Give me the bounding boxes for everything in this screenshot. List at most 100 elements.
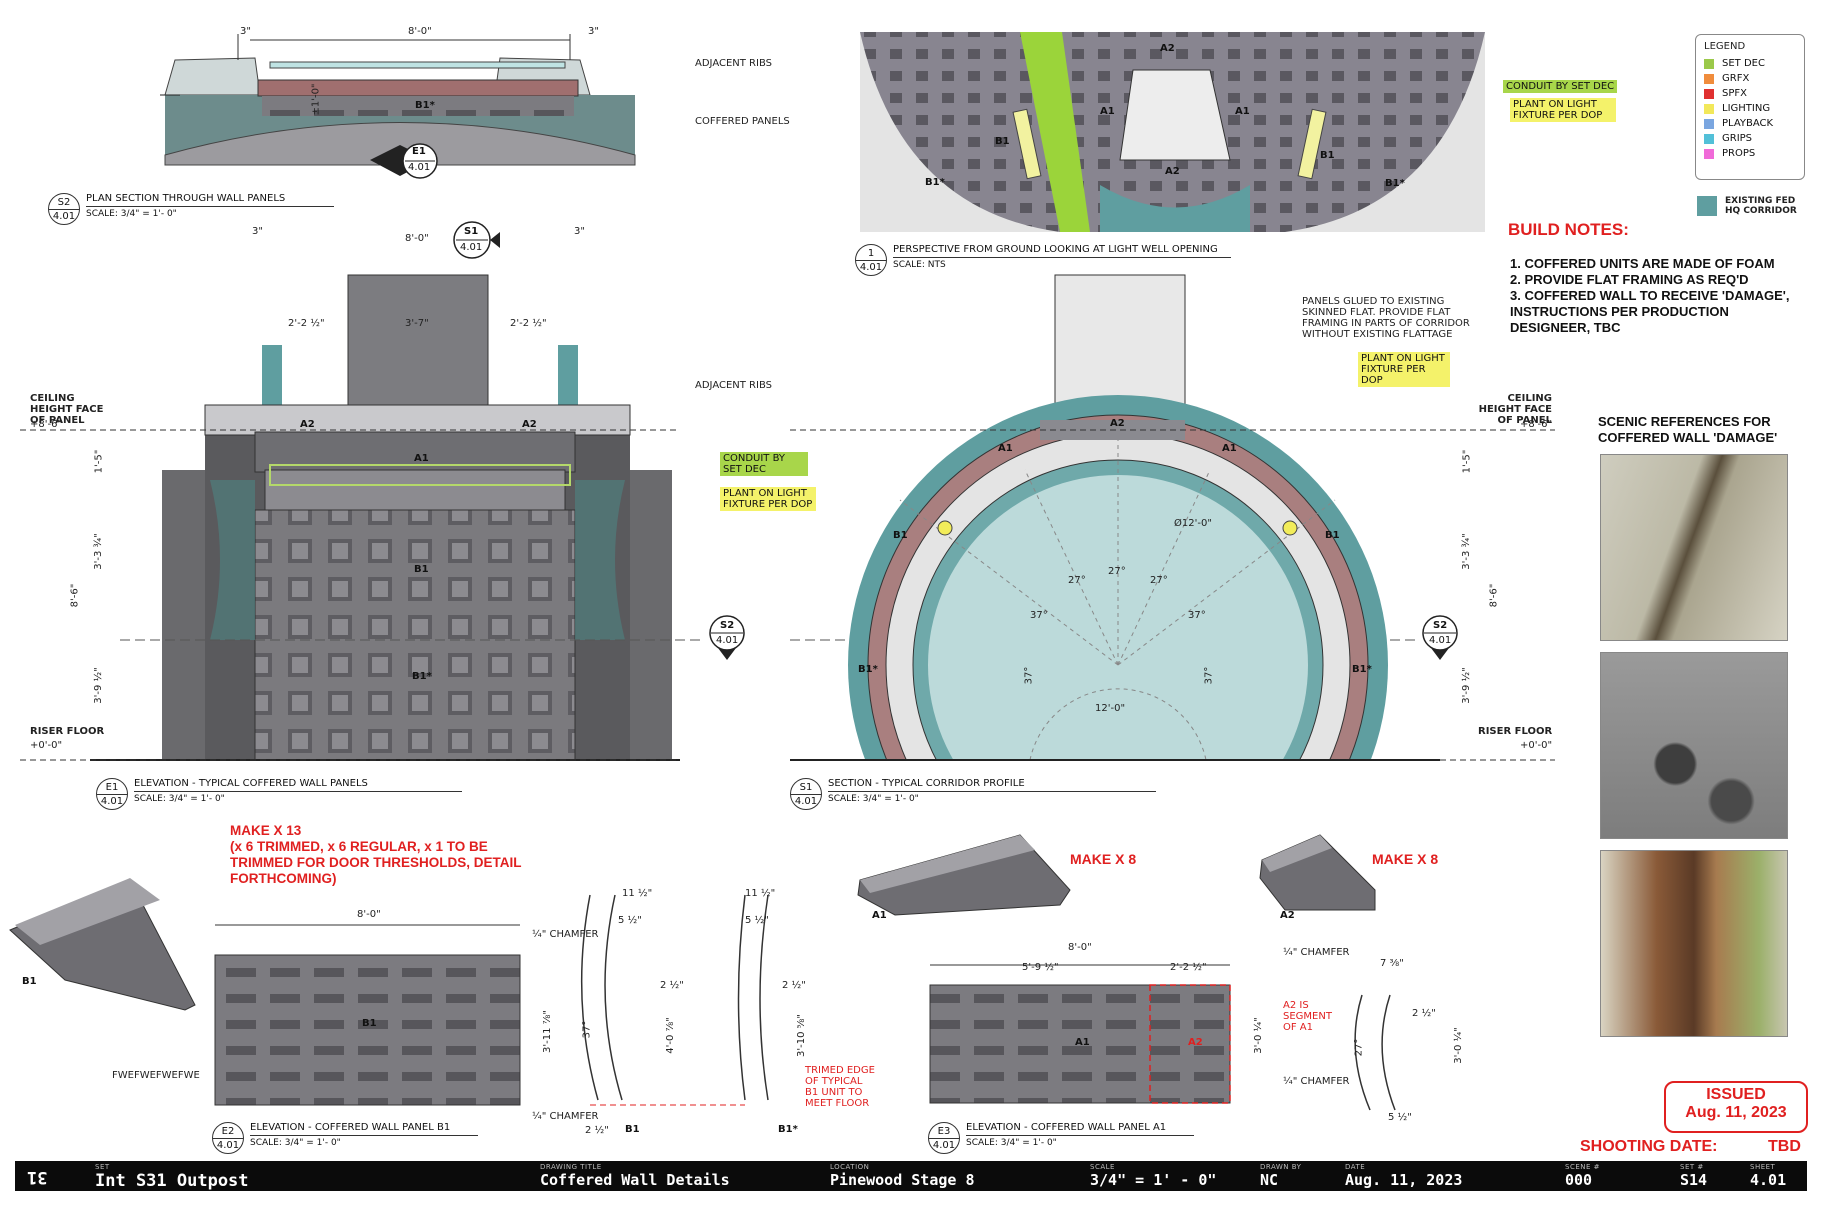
- dim-e2-2-1c: 2 ½": [585, 1125, 609, 1136]
- mark-b1s-persp-left: B1*: [925, 177, 945, 188]
- bubble-num: E1: [97, 779, 127, 795]
- damage-reference-image-3: [1600, 850, 1788, 1037]
- tb-loc-value: Pinewood Stage 8: [830, 1171, 975, 1189]
- dim-s2-1-0: ±1'-0": [310, 83, 322, 116]
- mark-b1s-e1: B1*: [412, 671, 432, 682]
- issued-label: ISSUED: [1706, 1086, 1766, 1103]
- callout-adjacent-ribs-e1: ADJACENT RIBS: [695, 380, 772, 391]
- legend-item: PROPS: [1704, 148, 1796, 159]
- make-a1: MAKE X 8: [1070, 851, 1137, 867]
- mark-a2-e1-right: A2: [522, 419, 537, 430]
- make-a2: MAKE X 8: [1372, 851, 1439, 867]
- tb-set-number: SET #S14: [1680, 1161, 1730, 1191]
- mark-a2-e3: A2: [1188, 1037, 1203, 1048]
- legend-item: GRIPS: [1704, 133, 1796, 144]
- existing-swatch: [1697, 196, 1717, 216]
- dim-e2-3-11: 3'-11 ⅞": [541, 1010, 553, 1053]
- shooting-date-value: TBD: [1768, 1138, 1801, 1155]
- legend-item-label: GRIPS: [1722, 133, 1753, 144]
- dim-s1-deg-27a: 27°: [1108, 566, 1126, 577]
- mark-b1-s2: B1*: [415, 100, 435, 111]
- legend-item: SET DEC: [1704, 58, 1796, 69]
- legend-item-label: PLAYBACK: [1722, 118, 1774, 129]
- bubble-num: S2: [49, 194, 79, 210]
- legend-swatch: [1704, 133, 1714, 144]
- tb-scene-value: 000: [1565, 1171, 1593, 1189]
- mark-a2-e1-left: A2: [300, 419, 315, 430]
- legend-item-label: PROPS: [1722, 148, 1756, 159]
- dim-s1-deg-37c: 37°: [1023, 666, 1035, 685]
- legend-item: PLAYBACK: [1704, 118, 1796, 129]
- mark-a2-3d: A2: [1280, 910, 1295, 921]
- level-riser-left: RISER FLOOR: [30, 726, 105, 737]
- callout-coffered-panels: COFFERED PANELS: [695, 116, 790, 127]
- level-riser-left-val: +0'-0": [30, 740, 63, 751]
- dim-e2-5-1: 5 ½": [618, 915, 642, 926]
- level-ceiling-right: CEILING HEIGHT FACE OF PANEL: [1478, 393, 1552, 426]
- mark-a1-e3: A1: [1075, 1037, 1090, 1048]
- dim-e3-2-2: 2'-2 ½": [1170, 962, 1207, 973]
- legend-item-label: SPFX: [1722, 88, 1747, 99]
- mark-a2-persp-mid: A2: [1165, 166, 1180, 177]
- mark-b1-persp-right: B1: [1320, 150, 1335, 161]
- tb-dt-value: Coffered Wall Details: [540, 1171, 730, 1189]
- dim-s1-deg-37a: 37°: [1030, 610, 1048, 621]
- marker-s1-sheet: 4.01: [460, 242, 483, 253]
- legend-item-label: SET DEC: [1722, 58, 1765, 69]
- dim-s1-deg-37d: 37°: [1203, 666, 1215, 685]
- legend-item: GRFX: [1704, 73, 1796, 84]
- tb-loc-cap: LOCATION: [830, 1163, 870, 1171]
- mark-b1s-section: B1*: [778, 1124, 798, 1135]
- bubble-num: 1: [856, 245, 886, 261]
- section-s1-corridor: [790, 274, 1555, 960]
- legend-title: LEGEND: [1704, 41, 1746, 52]
- legend-existing: EXISTING FED HQ CORRIDOR: [1697, 196, 1805, 216]
- bubble-num: E3: [929, 1123, 959, 1139]
- dim-e2-11-1b: 11 ½": [745, 888, 776, 899]
- dim-e3-3-0b: 3'-0 ¼": [1452, 1027, 1464, 1064]
- dim-width-12: 12'-0": [1095, 703, 1126, 714]
- dim-e2-2-1b: 2 ½": [782, 980, 806, 991]
- dim-s2-3-left: 3": [240, 26, 251, 37]
- level-ceiling-left: CEILING HEIGHT FACE OF PANEL: [30, 393, 104, 426]
- issued-stamp: ISSUED Aug. 11, 2023: [1664, 1081, 1808, 1133]
- callout-adjacent-ribs-top: ADJACENT RIBS: [695, 58, 772, 69]
- dim-e3-27: 27°: [1353, 1038, 1365, 1057]
- mark-a2-persp-top: A2: [1160, 43, 1175, 54]
- tb-setn-value: S14: [1680, 1171, 1708, 1189]
- legend-item-label: GRFX: [1722, 73, 1750, 84]
- legend-swatch: [1704, 58, 1714, 69]
- bubble-sheet: 4.01: [794, 796, 818, 807]
- callout-a2-segment: A2 IS SEGMENT OF A1: [1283, 1000, 1332, 1033]
- bubble-sheet: 4.01: [216, 1140, 240, 1151]
- make-b1: MAKE X 13 (x 6 TRIMMED, x 6 REGULAR, x 1…: [230, 823, 522, 886]
- legend-item: SPFX: [1704, 88, 1796, 99]
- mark-a1-e1: A1: [414, 453, 429, 464]
- dim-s1-deg-27b: 27°: [1068, 575, 1086, 586]
- tb-sc-value: 3/4" = 1' - 0": [1090, 1171, 1217, 1189]
- level-ceiling-left-val: +8'-6": [30, 419, 63, 430]
- dim-e1-2-2-right: 2'-2 ½": [510, 318, 547, 329]
- tb-setn-cap: SET #: [1680, 1163, 1704, 1171]
- tb-dt-cap: DRAWING TITLE: [540, 1163, 602, 1171]
- bubble-num: S1: [791, 779, 821, 795]
- panel-3d-b1: [9, 878, 196, 1011]
- dim-s1-8-6: 8'-6": [1488, 583, 1500, 608]
- plan-section-s2: [160, 34, 636, 166]
- mark-b1-s1-right: B1: [1325, 530, 1340, 541]
- dim-e1-3-right: 3": [574, 226, 585, 237]
- view-title-text: ELEVATION - COFFERED WALL PANEL B1: [250, 1122, 478, 1136]
- dim-e3-2-1: 2 ½": [1412, 1008, 1436, 1019]
- issued-date: Aug. 11, 2023: [1685, 1104, 1787, 1121]
- dim-e1-8-6: 8'-6": [69, 583, 81, 608]
- section-marker-e1: [370, 143, 438, 179]
- callout-chamfer-e3-bottom: ¼" CHAMFER: [1283, 1076, 1350, 1087]
